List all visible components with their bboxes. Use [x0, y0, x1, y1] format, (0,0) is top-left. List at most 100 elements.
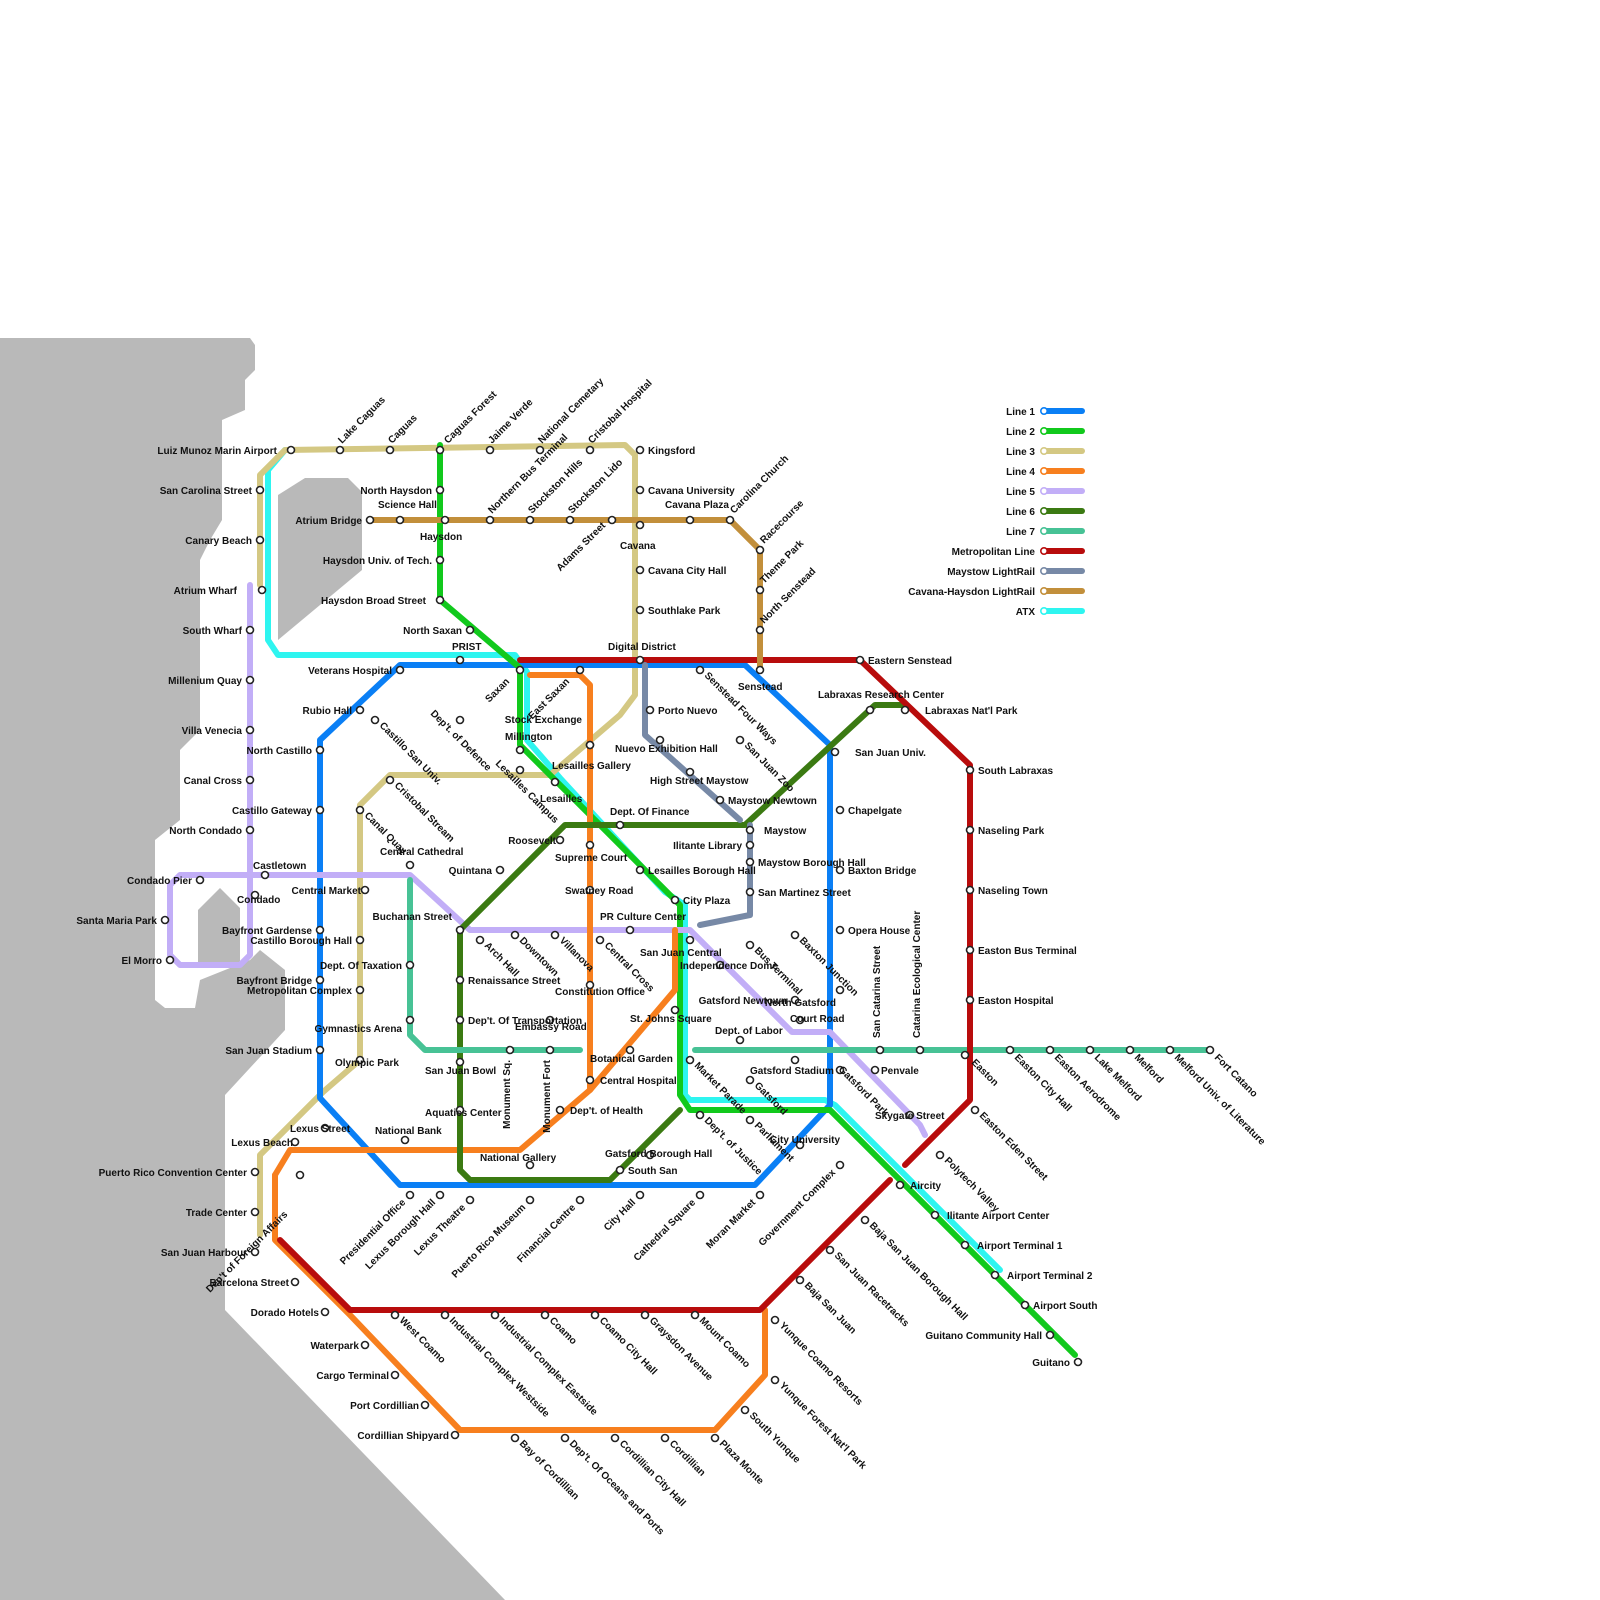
- station-marker-s120[interactable]: [790, 1055, 800, 1065]
- station-marker-s080[interactable]: [360, 885, 370, 895]
- station-marker-s108[interactable]: [355, 985, 365, 995]
- station-marker-s078[interactable]: [835, 865, 845, 875]
- station-marker-s128[interactable]: [960, 1050, 970, 1060]
- station-marker-s075[interactable]: [260, 870, 270, 880]
- station-marker-s012[interactable]: [525, 515, 535, 525]
- station-marker-s097[interactable]: [510, 930, 520, 940]
- station-marker-s026[interactable]: [755, 585, 765, 595]
- station-marker-s005[interactable]: [485, 445, 495, 455]
- station-marker-s018[interactable]: [365, 515, 375, 525]
- station-marker-s191[interactable]: [560, 1433, 570, 1443]
- station-marker-s082[interactable]: [250, 890, 260, 900]
- station-marker-s169[interactable]: [290, 1277, 300, 1287]
- station-marker-s007[interactable]: [585, 445, 595, 455]
- station-marker-s020[interactable]: [607, 515, 617, 525]
- station-marker-s052[interactable]: [315, 745, 325, 755]
- station-marker-s113[interactable]: [455, 1015, 465, 1025]
- station-marker-s154[interactable]: [435, 1190, 445, 1200]
- station-marker-s099[interactable]: [595, 935, 605, 945]
- station-marker-s071[interactable]: [745, 840, 755, 850]
- station-marker-s057[interactable]: [245, 775, 255, 785]
- station-marker-s130[interactable]: [1045, 1045, 1055, 1055]
- station-marker-s117[interactable]: [735, 1035, 745, 1045]
- station-marker-s083[interactable]: [745, 887, 755, 897]
- station-marker-s157[interactable]: [250, 1207, 260, 1217]
- station-marker-s070[interactable]: [555, 835, 565, 845]
- station-marker-s022[interactable]: [755, 545, 765, 555]
- station-marker-s029[interactable]: [755, 625, 765, 635]
- station-marker-s017[interactable]: [395, 515, 405, 525]
- station-marker-s147[interactable]: [645, 1150, 655, 1160]
- station-marker-s011[interactable]: [485, 515, 495, 525]
- station-marker-s031[interactable]: [245, 625, 255, 635]
- station-marker-s102[interactable]: [165, 955, 175, 965]
- station-marker-s136[interactable]: [745, 1075, 755, 1085]
- station-marker-s039[interactable]: [695, 665, 705, 675]
- station-marker-s131[interactable]: [1085, 1045, 1095, 1055]
- station-marker-s042[interactable]: [355, 705, 365, 715]
- station-marker-s092[interactable]: [875, 1045, 885, 1055]
- station-marker-s176[interactable]: [540, 1310, 550, 1320]
- station-marker-s171[interactable]: [990, 1270, 1000, 1280]
- station-marker-s064[interactable]: [835, 805, 845, 815]
- station-marker-s168[interactable]: [825, 1245, 835, 1255]
- station-marker-s076[interactable]: [635, 865, 645, 875]
- station-marker-s013[interactable]: [565, 515, 575, 525]
- station-marker-s109[interactable]: [965, 995, 975, 1005]
- station-marker-s182[interactable]: [770, 1315, 780, 1325]
- station-marker-s124[interactable]: [545, 1045, 555, 1055]
- station-marker-s179[interactable]: [690, 1310, 700, 1320]
- station-marker-s008[interactable]: [635, 445, 645, 455]
- station-marker-s081[interactable]: [965, 885, 975, 895]
- station-marker-s121[interactable]: [355, 1055, 365, 1065]
- station-marker-s135[interactable]: [685, 1055, 695, 1065]
- station-marker-s105[interactable]: [455, 975, 465, 985]
- station-marker-s152[interactable]: [295, 1170, 305, 1180]
- station-marker-s089[interactable]: [315, 925, 325, 935]
- station-marker-s041[interactable]: [245, 675, 255, 685]
- station-marker-s139[interactable]: [905, 1110, 915, 1120]
- station-marker-s010[interactable]: [435, 485, 445, 495]
- station-marker-s126[interactable]: [585, 1075, 595, 1085]
- station-marker-s006[interactable]: [535, 445, 545, 455]
- station-marker-s173[interactable]: [390, 1310, 400, 1320]
- station-marker-s001[interactable]: [286, 445, 296, 455]
- station-marker-s192[interactable]: [610, 1433, 620, 1443]
- station-marker-s111[interactable]: [835, 985, 845, 995]
- station-marker-s178[interactable]: [640, 1310, 650, 1320]
- station-marker-s159[interactable]: [525, 1195, 535, 1205]
- station-marker-s002[interactable]: [335, 445, 345, 455]
- station-marker-s004[interactable]: [435, 445, 445, 455]
- station-marker-s037[interactable]: [515, 665, 525, 675]
- station-marker-s141[interactable]: [745, 1115, 755, 1125]
- station-marker-s085[interactable]: [670, 895, 680, 905]
- station-marker-s044[interactable]: [865, 705, 875, 715]
- station-marker-s181[interactable]: [360, 1340, 370, 1350]
- station-marker-s038[interactable]: [575, 665, 585, 675]
- station-marker-s023[interactable]: [255, 535, 265, 545]
- station-marker-s125[interactable]: [870, 1065, 880, 1075]
- station-marker-s079[interactable]: [195, 875, 205, 885]
- station-marker-s034[interactable]: [635, 655, 645, 665]
- station-marker-s088[interactable]: [625, 925, 635, 935]
- station-marker-s066[interactable]: [355, 805, 365, 815]
- station-marker-s151[interactable]: [935, 1150, 945, 1160]
- station-marker-s067[interactable]: [745, 825, 755, 835]
- station-marker-s144[interactable]: [400, 1135, 410, 1145]
- station-marker-s185[interactable]: [1073, 1357, 1083, 1367]
- station-marker-s153[interactable]: [405, 1190, 415, 1200]
- station-marker-s194[interactable]: [710, 1433, 720, 1443]
- station-marker-s133[interactable]: [1165, 1045, 1175, 1055]
- station-marker-s190[interactable]: [510, 1433, 520, 1443]
- station-marker-s069[interactable]: [965, 825, 975, 835]
- station-marker-s107[interactable]: [585, 980, 595, 990]
- station-marker-s143[interactable]: [290, 1137, 300, 1147]
- station-marker-s090[interactable]: [835, 925, 845, 935]
- station-marker-s028[interactable]: [435, 595, 445, 605]
- station-marker-s112[interactable]: [670, 1005, 680, 1015]
- station-marker-s049[interactable]: [515, 745, 525, 755]
- station-marker-s048[interactable]: [455, 715, 465, 725]
- station-marker-s040[interactable]: [755, 665, 765, 675]
- station-marker-s110[interactable]: [790, 995, 800, 1005]
- station-marker-s032[interactable]: [465, 625, 475, 635]
